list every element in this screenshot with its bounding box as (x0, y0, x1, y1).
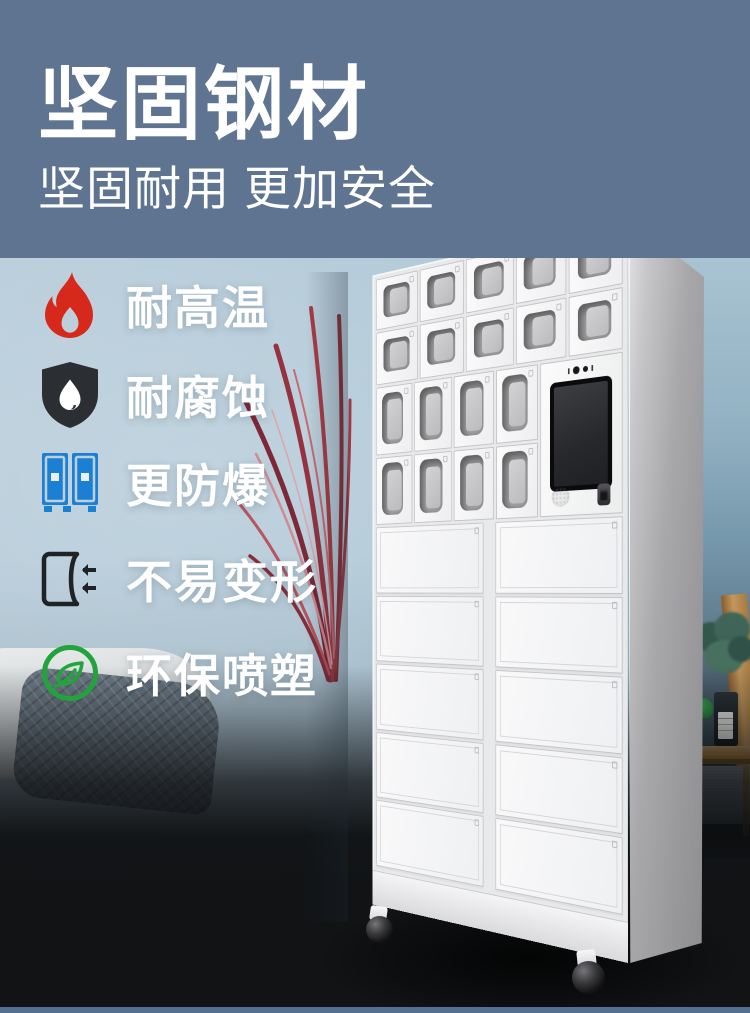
mid-locker-door (414, 376, 452, 452)
mid-locker-door (414, 450, 452, 524)
flame-icon (36, 272, 104, 338)
door-window (577, 298, 612, 343)
mid-locker-doors (376, 364, 538, 525)
mid-locker-door (495, 442, 538, 520)
large-locker-door (495, 516, 623, 594)
door-window (383, 335, 410, 373)
large-locker-door (376, 663, 484, 741)
feature-item: 耐腐蚀 (36, 362, 270, 428)
feature-item: 不易变形 (36, 546, 318, 612)
door-window (382, 461, 404, 516)
door-window (419, 458, 443, 514)
camera-tick (591, 364, 594, 372)
camera-tick (567, 368, 570, 375)
locker-front-panel (372, 217, 628, 963)
speaker-grille-icon (551, 486, 570, 508)
caster-tire (572, 961, 605, 994)
header-banner: 坚固钢材 坚固耐用 更加安全 (0, 0, 750, 258)
door-window (383, 280, 410, 318)
feature-label: 耐高温 (126, 282, 270, 334)
page-subtitle: 坚固耐用 更加安全 (38, 162, 437, 215)
footer-strip (0, 1007, 750, 1013)
door-window (474, 318, 504, 359)
feature-label: 耐腐蚀 (126, 372, 270, 424)
door-window (427, 270, 456, 310)
door-window (474, 259, 504, 301)
feature-label: 更防爆 (126, 460, 270, 512)
column-divider (483, 522, 495, 889)
double-locker-icon (36, 453, 104, 513)
small-locker-door (419, 316, 465, 379)
door-window (502, 373, 528, 433)
small-locker-door (466, 248, 514, 314)
door-deform-arrows-icon (36, 551, 104, 607)
caster-wheel (366, 904, 396, 946)
shield-waterdrop-icon (36, 362, 104, 428)
large-locker-door (376, 595, 484, 667)
door-window (382, 390, 404, 446)
small-locker-door (419, 259, 465, 323)
feature-label: 不易变形 (126, 556, 318, 608)
caster-tire (366, 916, 393, 943)
feature-item: 更防爆 (36, 450, 270, 516)
mid-locker-door (376, 382, 412, 456)
door-window (460, 454, 484, 512)
page-title: 坚固钢材 (38, 60, 370, 149)
mid-locker-row (376, 442, 538, 525)
smart-locker-cabinet (345, 217, 628, 963)
mid-locker-door (453, 370, 494, 448)
large-locker-band (376, 516, 623, 915)
feature-item: 环保喷塑 (36, 640, 318, 706)
eco-leaf-icon (36, 644, 104, 702)
door-window (460, 379, 484, 438)
control-panel (540, 351, 623, 518)
small-locker-door (568, 286, 623, 357)
small-locker-door (376, 325, 418, 386)
door-window (524, 309, 556, 351)
door-window (502, 450, 528, 509)
fingerprint-scanner-icon (597, 483, 611, 506)
door-window (419, 385, 443, 442)
large-locker-door (376, 522, 484, 594)
large-locker-door (495, 596, 623, 674)
large-locker-column (376, 522, 484, 888)
camera-icon (572, 365, 580, 375)
feature-item: 耐高温 (36, 272, 270, 338)
large-locker-door (376, 731, 484, 814)
door-window (427, 327, 456, 366)
cabinet-wall-shadow (306, 272, 348, 922)
small-locker-door (466, 307, 514, 373)
touchscreen (549, 375, 613, 492)
mid-locker-door (495, 364, 538, 444)
large-locker-door (495, 670, 623, 755)
mid-locker-door (376, 454, 412, 525)
small-locker-door (376, 270, 418, 331)
locker-side-panel (628, 217, 704, 963)
small-locker-door (515, 297, 567, 365)
large-locker-column (495, 516, 623, 915)
feature-label: 环保喷塑 (126, 650, 318, 702)
caster-wheel (572, 949, 608, 996)
sensor-icon (582, 365, 589, 373)
mid-locker-door (453, 446, 494, 522)
